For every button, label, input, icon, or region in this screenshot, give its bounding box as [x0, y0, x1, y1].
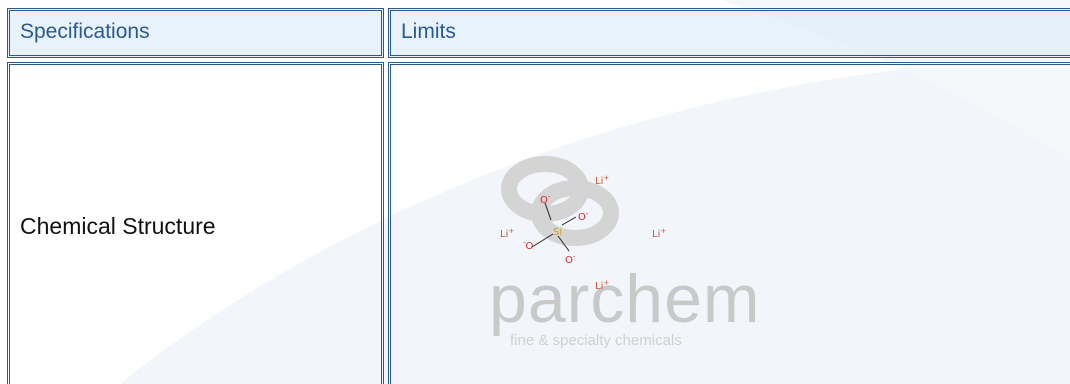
- lithium-atom-bottom: Li+: [595, 279, 609, 292]
- header-specifications: Specifications: [20, 20, 150, 43]
- silicon-atom: Si: [553, 227, 562, 238]
- watermark-tagline: fine & specialty chemicals: [510, 332, 682, 349]
- header-limits: Limits: [401, 20, 456, 43]
- lithium-atom-right: Li+: [652, 227, 666, 240]
- lithium-atom-top: Li+: [595, 174, 609, 187]
- parchem-logo-icon: [501, 156, 619, 246]
- header-limits-cell: Limits: [388, 8, 1070, 58]
- oxygen-atom-bottom: O-: [565, 253, 576, 266]
- oxygen-atom-top: O-: [540, 193, 551, 206]
- lithium-atom-left: Li+: [500, 227, 514, 240]
- oxygen-atom-left: -O: [523, 239, 534, 252]
- row-chemical-structure-limits-cell: parchem fine & specialty chemicals Li+ O…: [388, 62, 1070, 384]
- header-specifications-cell: Specifications: [7, 8, 384, 58]
- watermark-brand: parchem: [489, 261, 761, 337]
- oxygen-atom-right: O-: [578, 210, 589, 223]
- row-chemical-structure-spec-cell: Chemical Structure: [7, 62, 384, 384]
- structure-figure: parchem fine & specialty chemicals Li+ O…: [437, 119, 760, 349]
- lithium-orthosilicate-structure: Li+ O- O- Li+ Si Li+ -O O- Li+: [500, 174, 666, 292]
- specifications-table: Specifications Limits Chemical Structure…: [7, 8, 1070, 384]
- chemical-structure-label: Chemical Structure: [20, 213, 216, 239]
